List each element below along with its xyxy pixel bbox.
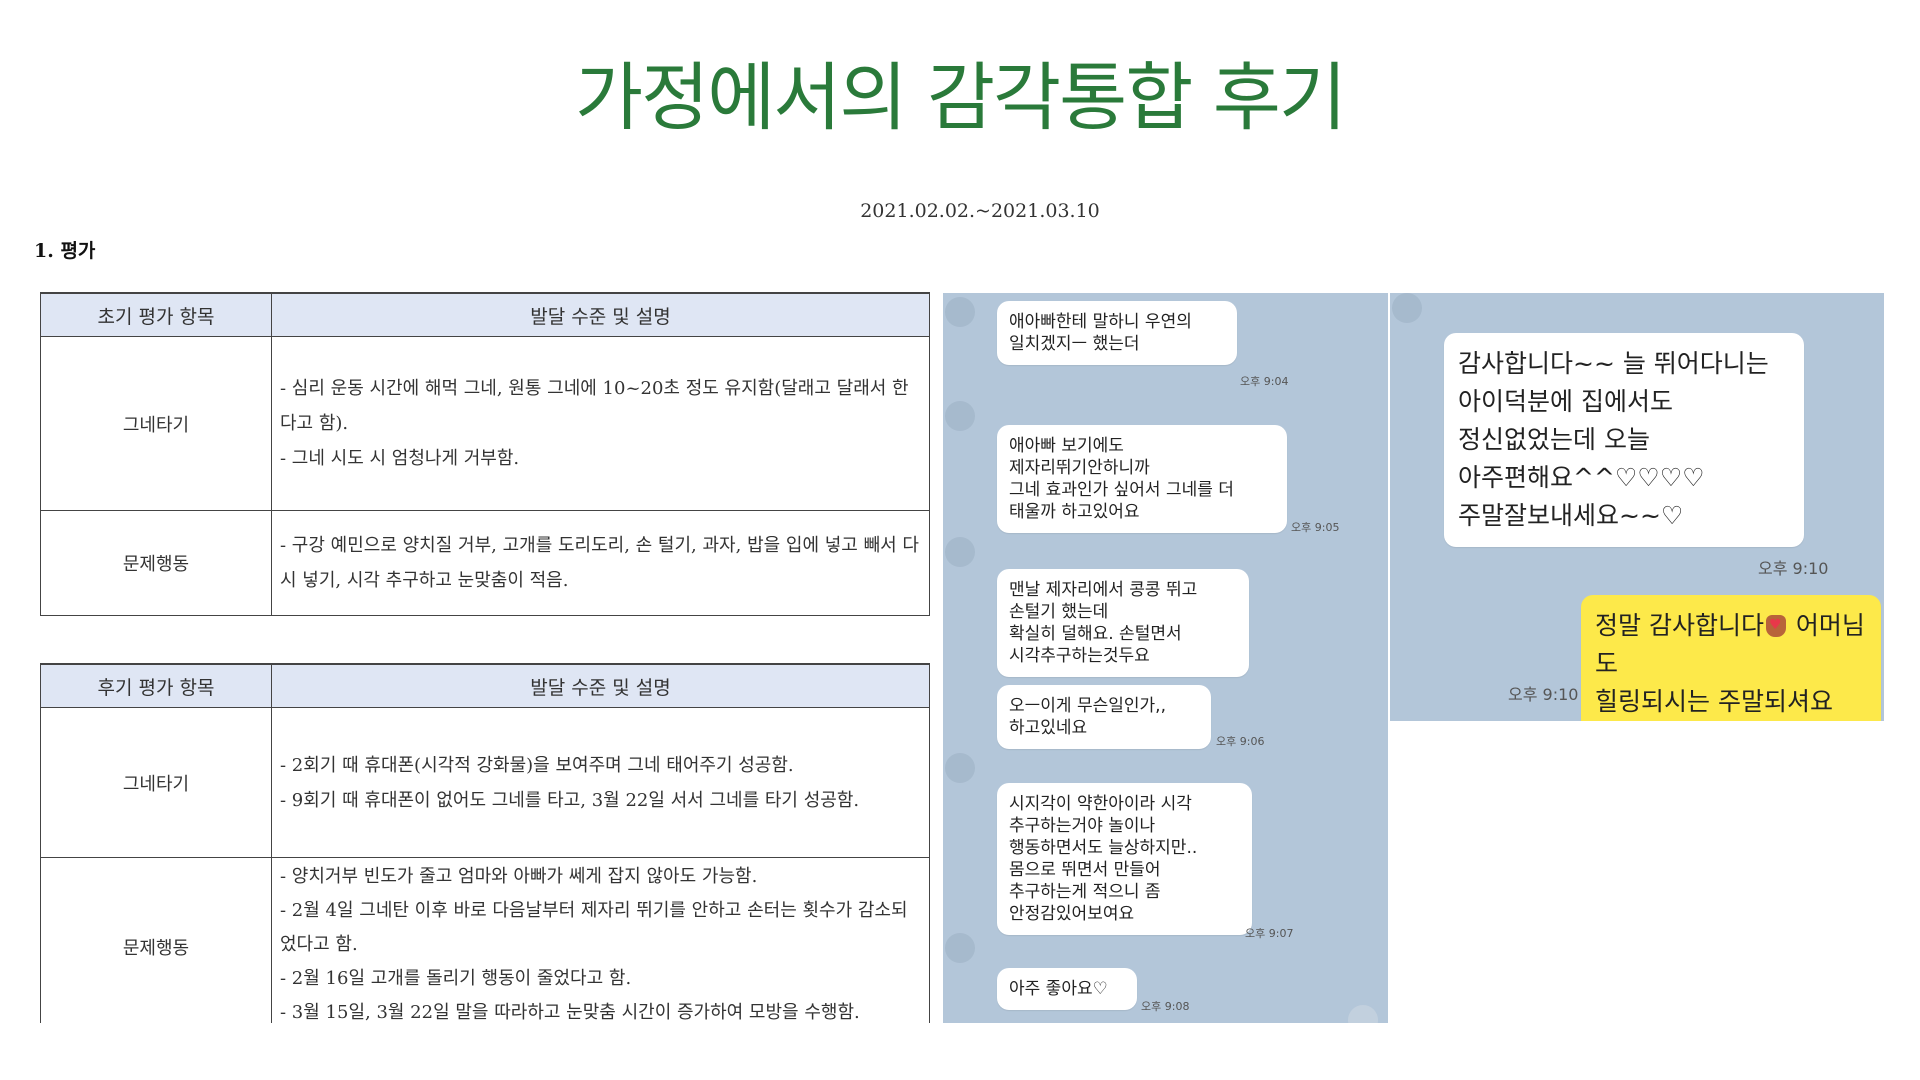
- evaluation-description: - 구강 예민으로 양치질 거부, 고개를 도리도리, 손 털기, 과자, 밥을…: [271, 510, 930, 616]
- column-header: 후기 평가 항목: [40, 663, 272, 708]
- description-line: - 3월 15일, 3월 22일 말을 따라하고 눈맞춤 시간이 증가하여 모방…: [280, 1002, 860, 1023]
- evaluation-item: 문제행동: [40, 510, 272, 616]
- evaluation-item: 문제행동: [40, 857, 272, 1023]
- chat-time: 오후 9:06: [1216, 735, 1265, 748]
- chat-bubble: 맨날 제자리에서 콩콩 뛰고 손털기 했는데 확실히 덜해요. 손털면서 시각추…: [997, 569, 1249, 677]
- profile-placeholder: [945, 933, 975, 963]
- column-header: 초기 평가 항목: [40, 292, 272, 337]
- message-text: 정말 감사합니다: [1595, 611, 1764, 640]
- chat-bubble-sent: 정말 감사합니다 어머님도 힐링되시는 주말되셔요^^: [1581, 595, 1881, 721]
- table-header-row: 초기 평가 항목 발달 수준 및 설명: [40, 292, 930, 337]
- profile-placeholder: [1392, 293, 1422, 323]
- chat-bubble: 아주 좋아요♡: [997, 968, 1137, 1010]
- section-heading: 1. 평가: [34, 240, 96, 262]
- evaluation-item: 그네타기: [40, 707, 272, 858]
- profile-placeholder: [945, 753, 975, 783]
- table-row: 그네타기 - 심리 운동 시간에 해먹 그네, 원통 그네에 10~20초 정도…: [40, 336, 930, 511]
- chat-time: 오후 9:08: [1141, 1000, 1190, 1013]
- description-line: - 심리 운동 시간에 해먹 그네, 원통 그네에 10~20초 정도 유지함(…: [280, 378, 909, 434]
- description-line: - 2회기 때 휴대폰(시각적 강화물)을 보여주며 그네 태어주기 성공함.: [280, 754, 794, 776]
- column-header: 발달 수준 및 설명: [271, 663, 930, 708]
- chat-bubble: 애아빠한테 말하니 우연의 일치겠지ㅡ 했는더: [997, 301, 1237, 365]
- message-text: 어머님도 힐링되시는 주말되셔요^^: [1595, 611, 1865, 716]
- followup-evaluation-table: 후기 평가 항목 발달 수준 및 설명 그네타기 - 2회기 때 휴대폰(시각적…: [40, 663, 930, 1023]
- chat-bubble: 오ㅡ이게 무슨일인가,, 하고있네요: [997, 685, 1211, 749]
- table-row: 그네타기 - 2회기 때 휴대폰(시각적 강화물)을 보여주며 그네 태어주기 …: [40, 707, 930, 858]
- date-range: 2021.02.02.~2021.03.10: [860, 200, 1100, 222]
- chat-screenshot-left: 애아빠한테 말하니 우연의 일치겠지ㅡ 했는더 오후 9:04 애아빠 보기에도…: [943, 293, 1388, 1023]
- evaluation-description: - 2회기 때 휴대폰(시각적 강화물)을 보여주며 그네 태어주기 성공함. …: [271, 707, 930, 858]
- chat-time: 오후 9:05: [1291, 521, 1340, 534]
- chat-time: 오후 9:10: [1758, 559, 1829, 578]
- scroll-indicator: [1348, 1005, 1378, 1023]
- chat-bubble: 시지각이 약한아이라 시각 추구하는거야 놀이나 행동하면서도 늘상하지만.. …: [997, 783, 1252, 935]
- page-title: 가정에서의 감각통합 후기: [575, 55, 1347, 141]
- description-line: - 2월 16일 고개를 돌리기 행동이 줄었다고 함.: [280, 968, 632, 989]
- chat-time: 오후 9:07: [1245, 927, 1294, 940]
- evaluation-item: 그네타기: [40, 336, 272, 511]
- evaluation-description: - 심리 운동 시간에 해먹 그네, 원통 그네에 10~20초 정도 유지함(…: [271, 336, 930, 511]
- description-line: - 구강 예민으로 양치질 거부, 고개를 도리도리, 손 털기, 과자, 밥을…: [280, 535, 919, 591]
- heart-bear-emoji-icon: [1765, 615, 1786, 637]
- profile-placeholder: [945, 297, 975, 327]
- description-line: - 그네 시도 시 엄청나게 거부함.: [280, 448, 520, 469]
- chat-screenshot-right: 감사합니다~~ 늘 뛰어다니는 아이덕분에 집에서도 정신없었는데 오늘 아주편…: [1390, 293, 1884, 721]
- initial-evaluation-table: 초기 평가 항목 발달 수준 및 설명 그네타기 - 심리 운동 시간에 해먹 …: [40, 292, 930, 616]
- description-line: - 9회기 때 휴대폰이 없어도 그네를 타고, 3월 22일 서서 그네를 타…: [280, 789, 860, 811]
- table-row: 문제행동 - 구강 예민으로 양치질 거부, 고개를 도리도리, 손 털기, 과…: [40, 510, 930, 616]
- chat-time: 오후 9:10: [1508, 685, 1579, 704]
- profile-placeholder: [945, 401, 975, 431]
- chat-bubble: 애아빠 보기에도 제자리뛰기안하니까 그네 효과인가 싶어서 그네를 더 태울까…: [997, 425, 1287, 533]
- chat-bubble: 감사합니다~~ 늘 뛰어다니는 아이덕분에 집에서도 정신없었는데 오늘 아주편…: [1444, 333, 1804, 547]
- table-header-row: 후기 평가 항목 발달 수준 및 설명: [40, 663, 930, 708]
- evaluation-description: - 양치거부 빈도가 줄고 엄마와 아빠가 쎄게 잡지 않아도 가능함. - 2…: [271, 857, 930, 1023]
- description-line: - 2월 4일 그네탄 이후 바로 다음날부터 제자리 뛰기를 안하고 손터는 …: [280, 900, 908, 955]
- table-row: 문제행동 - 양치거부 빈도가 줄고 엄마와 아빠가 쎄게 잡지 않아도 가능함…: [40, 857, 930, 1023]
- description-line: - 양치거부 빈도가 줄고 엄마와 아빠가 쎄게 잡지 않아도 가능함.: [280, 866, 758, 887]
- profile-placeholder: [945, 537, 975, 567]
- column-header: 발달 수준 및 설명: [271, 292, 930, 337]
- chat-time: 오후 9:04: [1240, 375, 1289, 388]
- followup-table-container: 후기 평가 항목 발달 수준 및 설명 그네타기 - 2회기 때 휴대폰(시각적…: [40, 663, 932, 1023]
